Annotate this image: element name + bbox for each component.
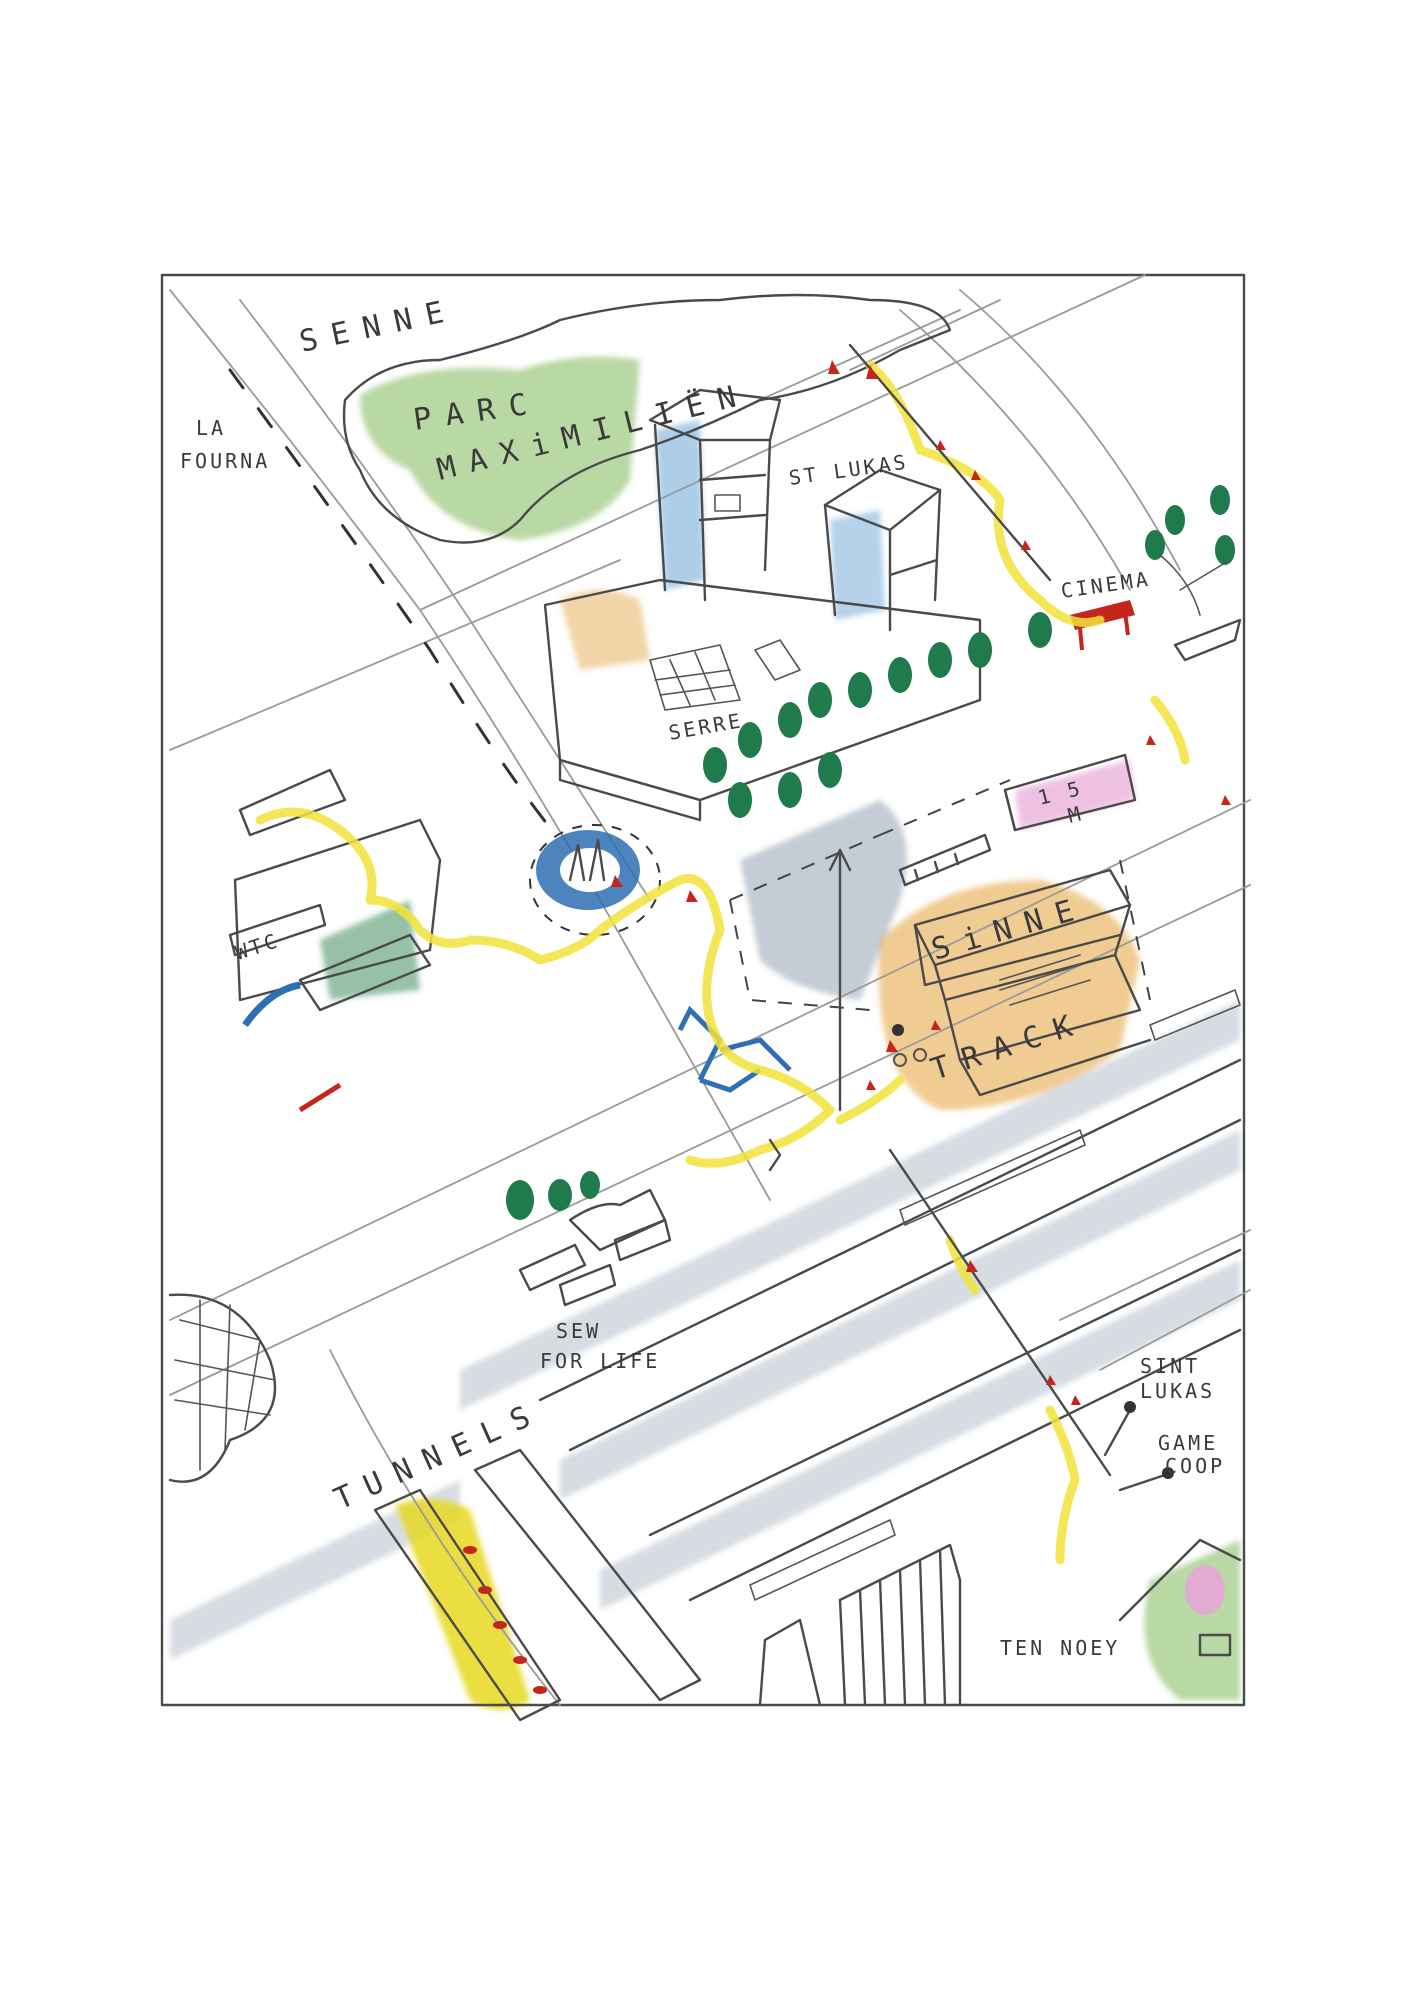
grid-dome [168, 1293, 277, 1483]
square-wash [740, 800, 907, 1000]
yellow-route [255, 807, 835, 1168]
label-st-lukas-top: ST LUKAS [787, 449, 909, 490]
map-pin-2 [1162, 1467, 1174, 1479]
arrow-into-square [768, 848, 852, 1172]
label-sint: SINT [1140, 1354, 1200, 1378]
label-m15-m: M [1065, 801, 1085, 828]
rail-wash-1 [460, 1000, 1240, 1410]
sinne-pavilion [913, 868, 1152, 1097]
label-senne: SENNE [296, 292, 460, 360]
label-cinema: CINEMA [1059, 567, 1152, 603]
roundabout [529, 824, 661, 936]
label-serre: SERRE [667, 708, 745, 745]
bike-racks [677, 1005, 927, 1093]
m15-building [1003, 753, 1137, 832]
tunnels-wash [395, 1498, 530, 1710]
serre-block [543, 578, 982, 822]
rail-lines [538, 989, 1242, 1602]
tower-wash-2 [830, 510, 885, 620]
yellow-route-3 [865, 360, 1105, 627]
tower-left [648, 388, 782, 602]
yellow-route-5 [945, 1235, 980, 1295]
boulevard-centerline [228, 368, 562, 842]
label-lukas: LUKAS [1140, 1379, 1215, 1403]
serre-wash [560, 590, 650, 670]
yellow-route-6 [1045, 1405, 1080, 1565]
label-coop: COOP [1165, 1454, 1225, 1478]
yellow-route-2 [835, 1075, 905, 1125]
park-outline [342, 293, 952, 544]
corner-block [1173, 618, 1242, 662]
watercolor-layer [170, 356, 1240, 1710]
tower-wash-1 [655, 420, 705, 590]
park-wash [360, 356, 640, 540]
red-markers [298, 360, 1231, 1405]
label-ten-noey: TEN NOEY [1000, 1636, 1120, 1660]
rail-wash-2 [560, 1130, 1240, 1500]
rail-wash-3 [600, 1260, 1240, 1610]
label-wtc: WTC [232, 928, 282, 965]
tree-row [703, 485, 1235, 818]
label-la: LA [196, 416, 226, 440]
tunnels [373, 1448, 702, 1722]
label-sew: SEW [556, 1319, 601, 1343]
label-for-life: FOR LIFE [540, 1349, 660, 1373]
rail-wash-4 [170, 1480, 460, 1660]
square-outline [729, 859, 1151, 1011]
ten-noey-building [1118, 1538, 1242, 1657]
sew-for-life [506, 1171, 672, 1307]
long-bench [898, 833, 992, 887]
wtc-block [228, 768, 442, 1028]
yellow-route-4 [1150, 695, 1190, 765]
ink-route-north [848, 343, 1052, 582]
label-game: GAME [1158, 1431, 1218, 1455]
boulevard-centerline-2 [729, 779, 1011, 901]
sinne-wash [878, 880, 1140, 1110]
tower-right [823, 468, 942, 632]
map-pin-1 [1124, 1401, 1136, 1413]
ink-route-south [888, 1148, 1167, 1492]
ten-noey-wash [1144, 1540, 1240, 1700]
wtc-wash [320, 900, 420, 1000]
map-frame [160, 273, 1246, 1707]
cinema-icon [1070, 554, 1231, 651]
bottom-building [758, 1543, 962, 1707]
label-fourna: FOURNA [180, 449, 270, 473]
m15-wash [1015, 760, 1135, 830]
map-pin-3 [892, 1024, 904, 1036]
